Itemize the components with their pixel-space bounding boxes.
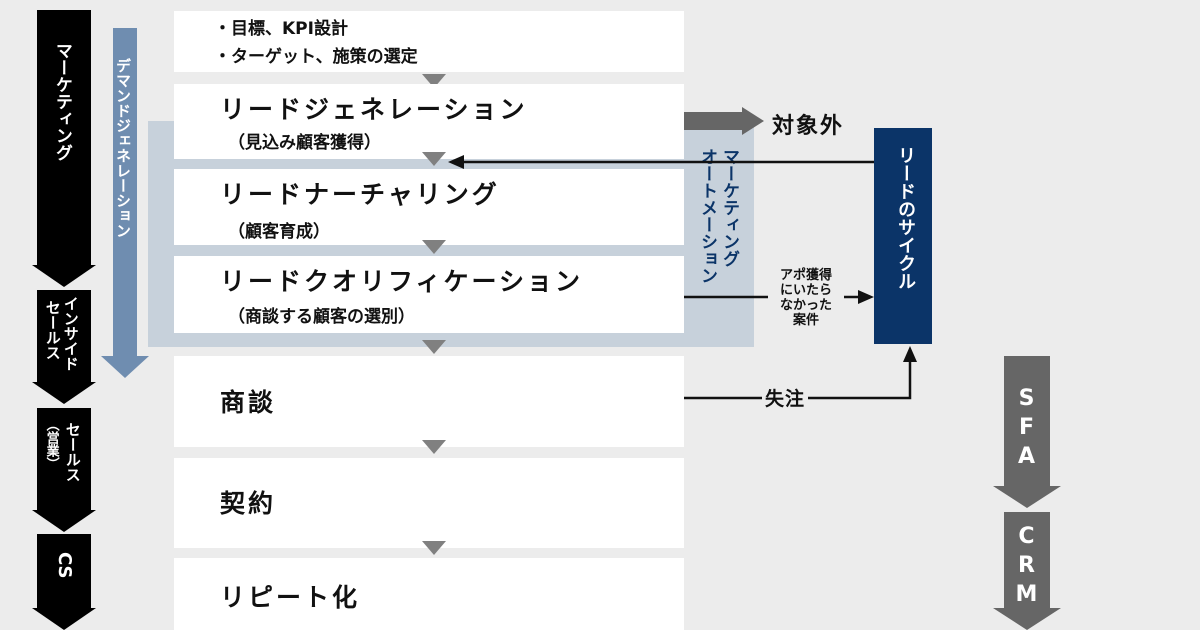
- cs-stage-label: CS: [53, 552, 75, 579]
- planning-bullet-2: ・ターゲット、施策の選定: [214, 47, 418, 67]
- flow-arrow-5: [422, 440, 446, 454]
- sfa-arrow-shaft: [1004, 356, 1050, 486]
- return-arrow-head: [448, 155, 464, 169]
- crm-label: CRM: [1014, 524, 1039, 611]
- flow-arrow-2: [422, 152, 446, 166]
- appo-note-line-3: なかった: [779, 298, 832, 313]
- process-box-lead-nurturing: リードナーチャリング （顧客育成）: [174, 169, 684, 245]
- process-box-negotiation: 商談: [174, 356, 684, 447]
- process-box-contract: 契約: [174, 458, 684, 548]
- inside-sales-label-2: セールス: [43, 300, 62, 360]
- process-title: リードナーチャリング: [220, 180, 500, 209]
- sfa-arrow-head: [993, 486, 1061, 508]
- lost-order-line: [684, 360, 912, 400]
- appo-note-line-2: にいたら: [779, 283, 832, 298]
- appo-note-line-1: アポ獲得: [779, 268, 832, 283]
- out-of-scope-label: 対象外: [772, 114, 845, 139]
- process-box-repeat: リピート化: [174, 558, 684, 630]
- flow-arrow-3: [422, 240, 446, 254]
- planning-bullet-1: ・目標、KPI設計: [214, 19, 348, 39]
- marketing-stage-label: マーケティング: [51, 42, 72, 161]
- field-sales-label-1: セールス: [63, 422, 82, 482]
- process-title: リードクオリフィケーション: [220, 267, 584, 296]
- appo-note-line-4: 案件: [792, 313, 819, 328]
- marketing-stage-shaft: [37, 10, 91, 265]
- sfa-label: SFA: [1014, 386, 1039, 473]
- crm-arrow-shaft: [1004, 512, 1050, 608]
- process-subtitle: （顧客育成）: [228, 222, 330, 242]
- demand-generation-shaft: [113, 28, 137, 356]
- inside-sales-stage-shaft: [37, 290, 91, 382]
- marketing-automation-label-2: オートメーション: [697, 148, 717, 284]
- lost-order-label: 失注: [762, 384, 809, 411]
- cs-stage-head: [32, 608, 96, 630]
- process-box-lead-qualification: リードクオリフィケーション （商談する顧客の選別）: [174, 256, 684, 333]
- crm-arrow-head: [993, 608, 1061, 630]
- out-of-scope-arrow-shaft: [684, 112, 742, 130]
- process-box-lead-generation: リードジェネレーション （見込み顧客獲得）: [174, 84, 684, 159]
- demand-generation-label: デマンドジェネレーション: [114, 58, 132, 238]
- process-subtitle: （見込み顧客獲得）: [228, 133, 381, 153]
- process-title: 商談: [220, 388, 277, 417]
- field-sales-label-2: （営業）: [43, 418, 59, 470]
- flow-arrow-4: [422, 340, 446, 354]
- process-title: リピート化: [220, 583, 361, 612]
- demand-generation-head: [101, 356, 149, 378]
- process-subtitle: （商談する顧客の選別）: [228, 307, 415, 327]
- planning-box: ・目標、KPI設計 ・ターゲット、施策の選定: [174, 11, 684, 72]
- lost-order-arrow-head: [903, 346, 917, 362]
- process-title: リードジェネレーション: [220, 95, 528, 124]
- inside-sales-stage-head: [32, 382, 96, 404]
- lead-cycle-label: リードのサイクル: [895, 146, 916, 290]
- out-of-scope-arrow-head: [742, 107, 764, 135]
- field-sales-stage-head: [32, 510, 96, 532]
- field-sales-stage-shaft: [37, 408, 91, 510]
- appo-note: アポ獲得 にいたら なかった 案件: [768, 266, 844, 330]
- process-title: 契約: [220, 489, 277, 518]
- lead-cycle-box: リードのサイクル: [874, 128, 932, 344]
- flow-arrow-6: [422, 541, 446, 555]
- marketing-automation-label-1: マーケティング: [719, 148, 739, 267]
- marketing-stage-head: [32, 265, 96, 287]
- inside-sales-label-1: インサイド: [61, 296, 80, 371]
- cs-stage-shaft: [37, 534, 91, 608]
- unqualified-arrow-head: [858, 290, 874, 304]
